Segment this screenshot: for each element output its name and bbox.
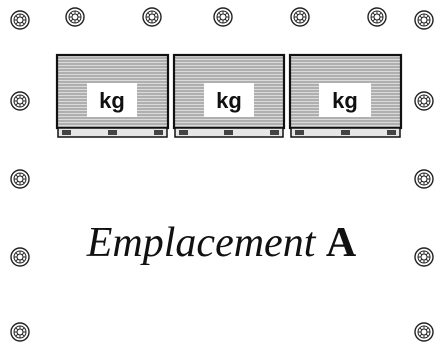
tyre-post-icon bbox=[414, 91, 434, 111]
pallet-2: kg bbox=[172, 53, 286, 138]
pallet-1: kg bbox=[55, 53, 170, 138]
pallet-label: kg bbox=[332, 88, 358, 113]
tyre-post-icon bbox=[65, 7, 85, 27]
pallet-label: kg bbox=[99, 88, 125, 113]
tyre-post-icon bbox=[414, 322, 434, 342]
tyre-post-icon bbox=[290, 7, 310, 27]
tyre-post-icon bbox=[367, 7, 387, 27]
location-caption: Emplacement A bbox=[0, 222, 443, 264]
tyre-post-icon bbox=[414, 169, 434, 189]
tyre-post-icon bbox=[10, 169, 30, 189]
tyre-post-icon bbox=[213, 7, 233, 27]
location-caption-word: Emplacement bbox=[86, 220, 316, 266]
tyre-post-icon bbox=[142, 7, 162, 27]
tyre-post-icon bbox=[414, 10, 434, 30]
pallet-3: kg bbox=[288, 53, 403, 138]
tyre-post-icon bbox=[10, 10, 30, 30]
pallet-label: kg bbox=[216, 88, 242, 113]
tyre-post-icon bbox=[10, 322, 30, 342]
tyre-post-icon bbox=[10, 91, 30, 111]
location-caption-letter: A bbox=[325, 220, 357, 266]
